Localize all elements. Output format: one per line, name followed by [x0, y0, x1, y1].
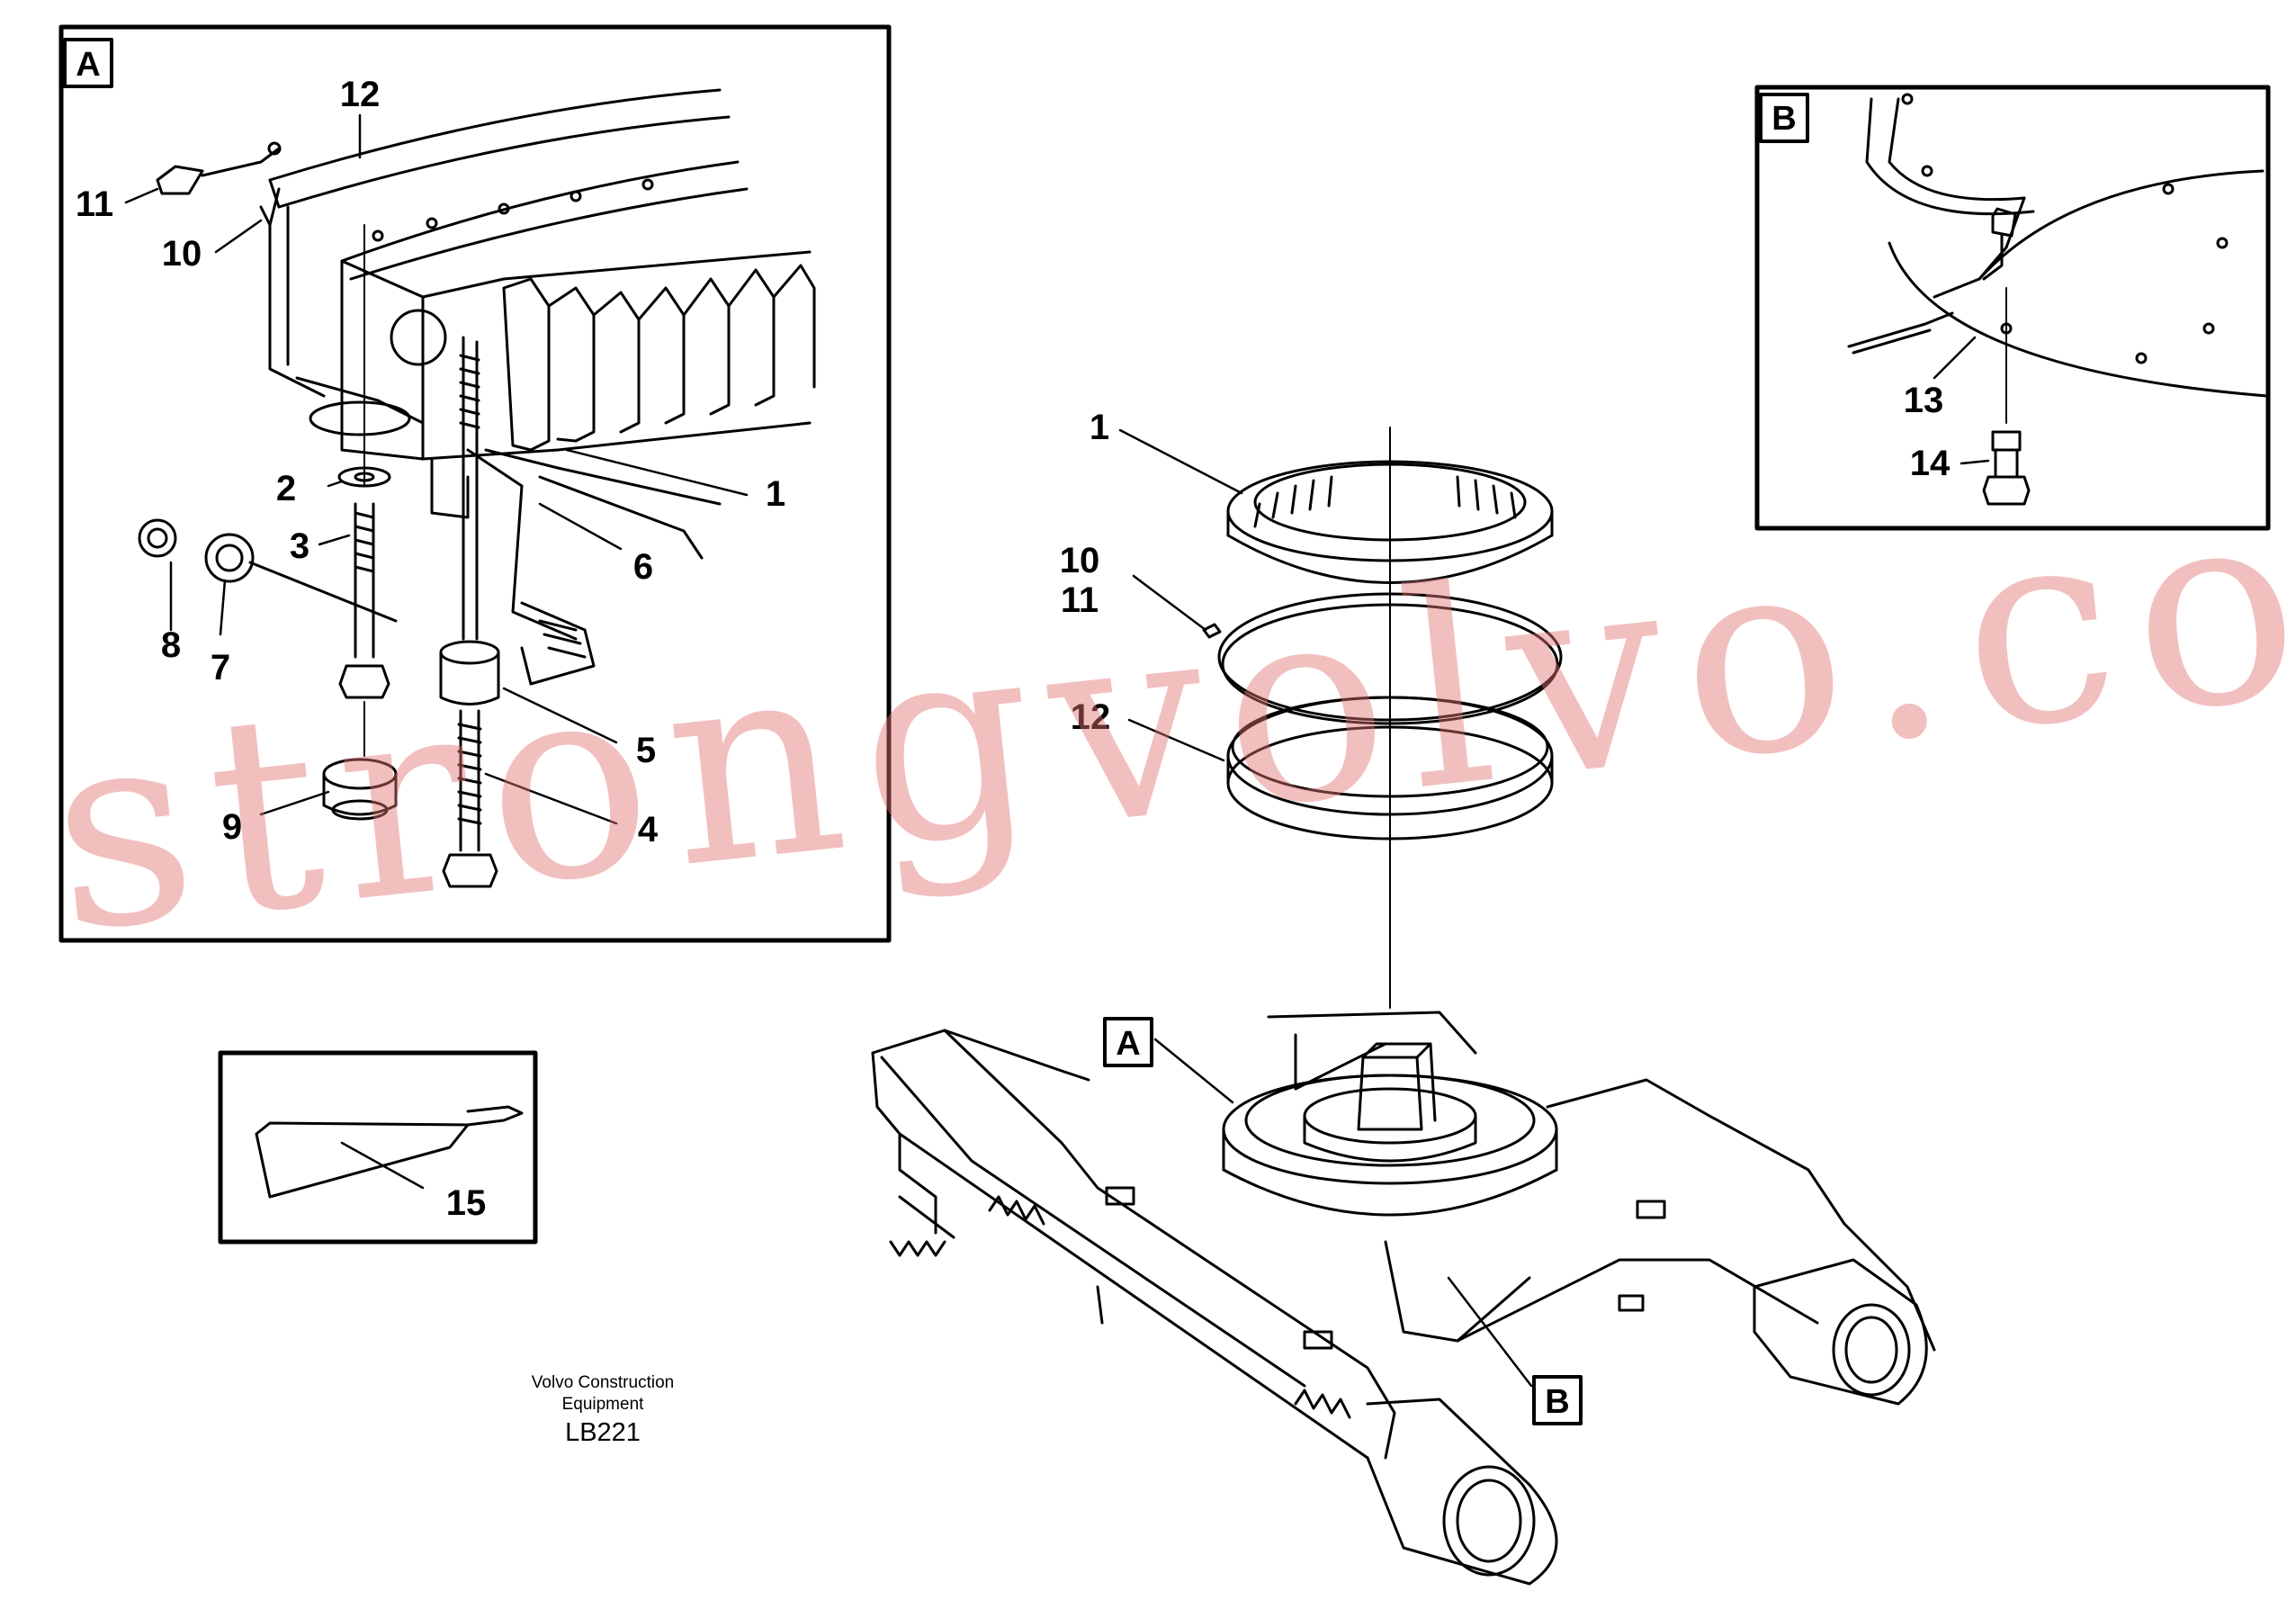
callout-11-a: 11 [76, 184, 113, 224]
callout-7-a: 7 [211, 648, 230, 688]
callout-5-a: 5 [636, 731, 656, 770]
grease-nipple [138, 518, 398, 623]
callout-12-a: 12 [340, 75, 381, 114]
callout-4-a: 4 [638, 810, 659, 849]
stud-4 [439, 336, 500, 888]
callout-10-center: 10 [1060, 541, 1100, 580]
callout-8-a: 8 [161, 625, 181, 665]
callout-13-b: 13 [1904, 381, 1944, 420]
detail-b-tag-label: B [1771, 100, 1796, 138]
exploded-rings [1202, 427, 1563, 1009]
detail-a-tag [63, 38, 113, 88]
callout-1-center: 1 [1090, 408, 1109, 447]
cover-cap [322, 701, 398, 821]
bolt-3 [337, 224, 391, 699]
callout-9-a: 9 [222, 807, 242, 847]
callout-6-a: 6 [633, 547, 653, 587]
callout-14-b: 14 [1910, 444, 1951, 483]
ring-sensor-bracket [1847, 93, 2269, 506]
publisher-line-2: Equipment [561, 1395, 644, 1414]
callout-2-a: 2 [276, 469, 296, 508]
lubrication-hose [466, 448, 596, 686]
callout-10-a: 10 [162, 234, 202, 274]
leader-lines-center [1118, 428, 1243, 762]
slewing-ring-section [268, 88, 816, 560]
diagram-code: LB221 [565, 1418, 641, 1447]
frame-tag-a-label: A [1116, 1025, 1140, 1063]
callout-1-a: 1 [766, 474, 785, 514]
callout-11-center: 11 [1061, 580, 1099, 620]
detail-b-tag [1759, 93, 1809, 143]
detail-a-panel: A [58, 24, 892, 943]
sensor-cable [156, 141, 282, 227]
detail-b-panel: B 13 14 [1754, 85, 2271, 531]
publisher-block: Volvo Construction Equipment LB221 [468, 1372, 738, 1450]
undercarriage-frame [871, 1011, 1936, 1586]
callout-12-center: 12 [1071, 697, 1111, 737]
callout-15: 15 [446, 1183, 487, 1223]
frame-tag-a [1103, 1017, 1153, 1067]
sealant-box: 15 [218, 1050, 538, 1245]
frame-tag-b-label: B [1545, 1383, 1569, 1421]
callout-3-a: 3 [290, 526, 309, 566]
frame-callout-tags: A B [1103, 1017, 1583, 1425]
detail-a-tag-label: A [76, 46, 100, 84]
leader-lines-b [1933, 336, 1990, 465]
publisher-line-1: Volvo Construction [531, 1373, 675, 1392]
leader-lines-a [124, 113, 749, 825]
frame-tag-b [1532, 1375, 1583, 1425]
